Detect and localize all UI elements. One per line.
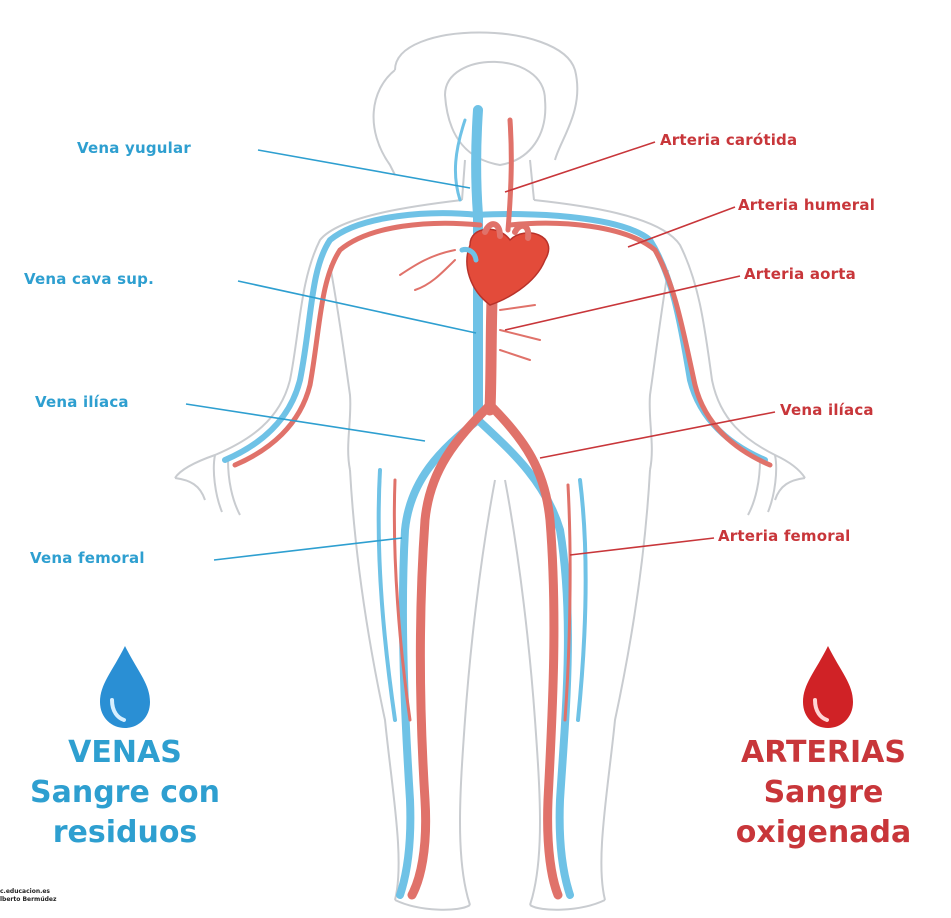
- red-blood-drop-icon: [803, 646, 853, 728]
- leader-vena-cava-sup: [238, 281, 476, 333]
- label-vena-iliaca-left: Vena ilíaca: [35, 393, 129, 411]
- leader-vena-femoral: [214, 538, 402, 560]
- leader-vena-iliaca-left: [186, 404, 425, 441]
- leader-arteria-carotida: [505, 142, 655, 192]
- legend-arterias: ARTERIAS Sangre oxigenada: [696, 733, 951, 853]
- legend-arterias-line2: oxigenada: [696, 813, 951, 853]
- label-arteria-femoral: Arteria femoral: [718, 527, 851, 545]
- credit-line2: lberto Bermúdez: [0, 896, 56, 904]
- blue-blood-drop-icon: [100, 646, 150, 728]
- legend-venas-title: VENAS: [0, 733, 250, 773]
- label-arteria-humeral: Arteria humeral: [738, 196, 875, 214]
- leader-arteria-aorta: [505, 276, 740, 330]
- label-arteria-aorta: Arteria aorta: [744, 265, 856, 283]
- credit-line1: c.educacion.es: [0, 888, 56, 896]
- label-vena-yugular: Vena yugular: [77, 139, 191, 157]
- label-vena-cava-sup: Vena cava sup.: [24, 270, 154, 288]
- label-vena-iliaca-right: Vena ilíaca: [780, 401, 874, 419]
- label-arteria-carotida: Arteria carótida: [660, 131, 797, 149]
- legend-arterias-title: ARTERIAS: [696, 733, 951, 773]
- credit: c.educacion.es lberto Bermúdez: [0, 888, 56, 904]
- label-vena-femoral: Vena femoral: [30, 549, 145, 567]
- legend-arterias-line1: Sangre: [696, 773, 951, 813]
- leader-vena-yugular: [258, 150, 470, 188]
- leader-arteria-humeral: [628, 207, 735, 247]
- legend-venas: VENAS Sangre con residuos: [0, 733, 250, 853]
- legend-venas-line2: residuos: [0, 813, 250, 853]
- legend-venas-line1: Sangre con: [0, 773, 250, 813]
